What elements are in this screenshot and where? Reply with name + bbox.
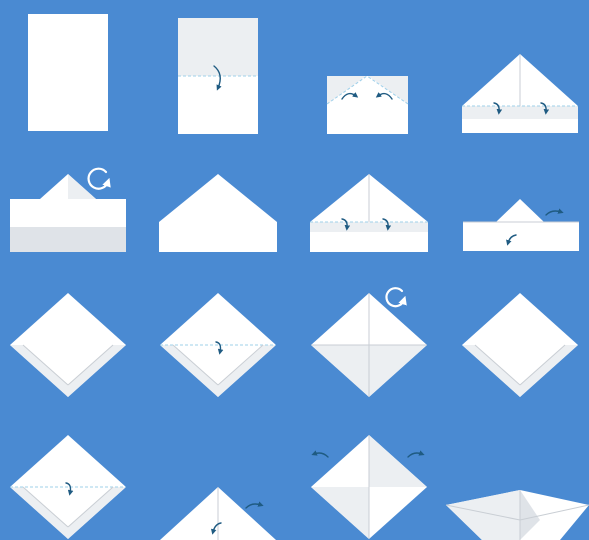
step-3 [327, 76, 408, 134]
step-2 [178, 18, 258, 134]
step-1 [28, 14, 108, 131]
